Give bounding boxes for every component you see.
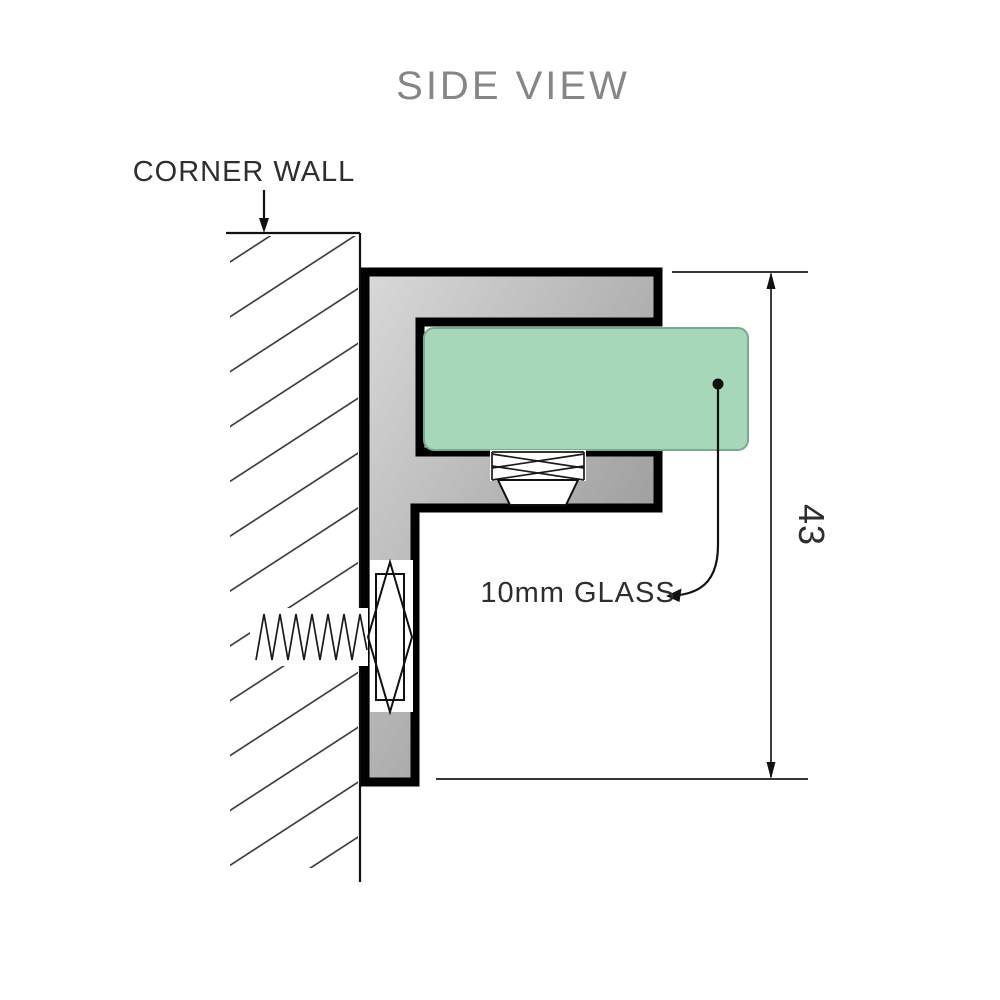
wall-section [226, 231, 362, 882]
screw-thread [255, 613, 368, 661]
glass-leader-line [675, 384, 720, 597]
corner-wall-label: CORNER WALL [133, 156, 356, 188]
glass-label: 10mm GLASS [480, 577, 675, 609]
dimension-arrow-bottom-icon [766, 762, 776, 779]
screw-fixing [250, 558, 414, 716]
dimension-arrow-top-icon [766, 272, 776, 289]
gasket-detail [490, 450, 586, 506]
glass-callout: 10mm GLASS [480, 378, 724, 609]
corner-wall-arrowhead-icon [259, 218, 269, 233]
gasket-thread-line [491, 465, 585, 481]
wall-hatching [230, 236, 358, 868]
glass-leader-arrowhead-icon [666, 588, 682, 602]
page-title: SIDE VIEW [396, 64, 630, 108]
dimension-label: 43 [791, 504, 832, 546]
gasket-thread-line [491, 453, 585, 469]
bracket-profile [360, 267, 663, 787]
dimension-43: 43 [436, 271, 832, 780]
corner-wall-callout: CORNER WALL [133, 156, 356, 233]
gasket-cup [496, 479, 580, 506]
glass-panel [423, 327, 749, 451]
screw-head-chamfer [366, 558, 414, 716]
